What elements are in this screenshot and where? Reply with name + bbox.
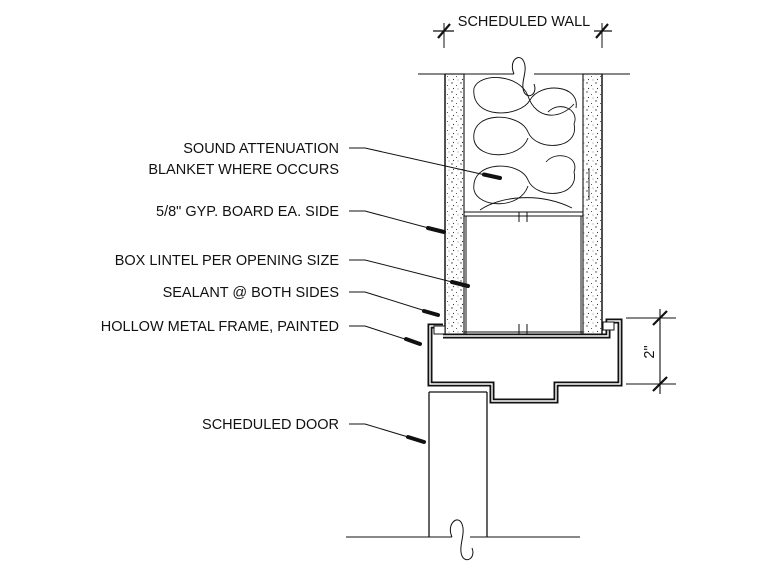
sealant-bead-left: [433, 325, 446, 335]
box-lintel: [464, 211, 583, 337]
frame-dimension: 2": [626, 309, 676, 394]
scheduled-door-label: SCHEDULED DOOR: [202, 417, 339, 433]
gyp-board-right: [582, 73, 603, 337]
gyp-board-label: 5/8" GYP. BOARD EA. SIDE: [156, 204, 339, 220]
scheduled-wall-label: SCHEDULED WALL: [458, 14, 590, 30]
frame-label: HOLLOW METAL FRAME, PAINTED: [101, 319, 339, 335]
wall-section: [418, 57, 630, 337]
scheduled-door: [346, 391, 580, 561]
dimension-label: 2": [642, 345, 658, 358]
sealant-label: SEALANT @ BOTH SIDES: [163, 285, 339, 301]
leader-lines: [349, 147, 502, 444]
box-lintel-label: BOX LINTEL PER OPENING SIZE: [115, 253, 340, 269]
wall-break-line: [418, 57, 630, 97]
hollow-metal-frame: [427, 318, 623, 404]
sound-attenuation-label-line1: SOUND ATTENUATION: [183, 141, 339, 157]
sound-attenuation-label-line2: BLANKET WHERE OCCURS: [148, 162, 339, 178]
gyp-board-left: [444, 73, 465, 337]
sealant-bead-right: [602, 321, 615, 331]
wall-dimension: SCHEDULED WALL: [433, 12, 612, 48]
insulation-blanket: [473, 77, 590, 211]
